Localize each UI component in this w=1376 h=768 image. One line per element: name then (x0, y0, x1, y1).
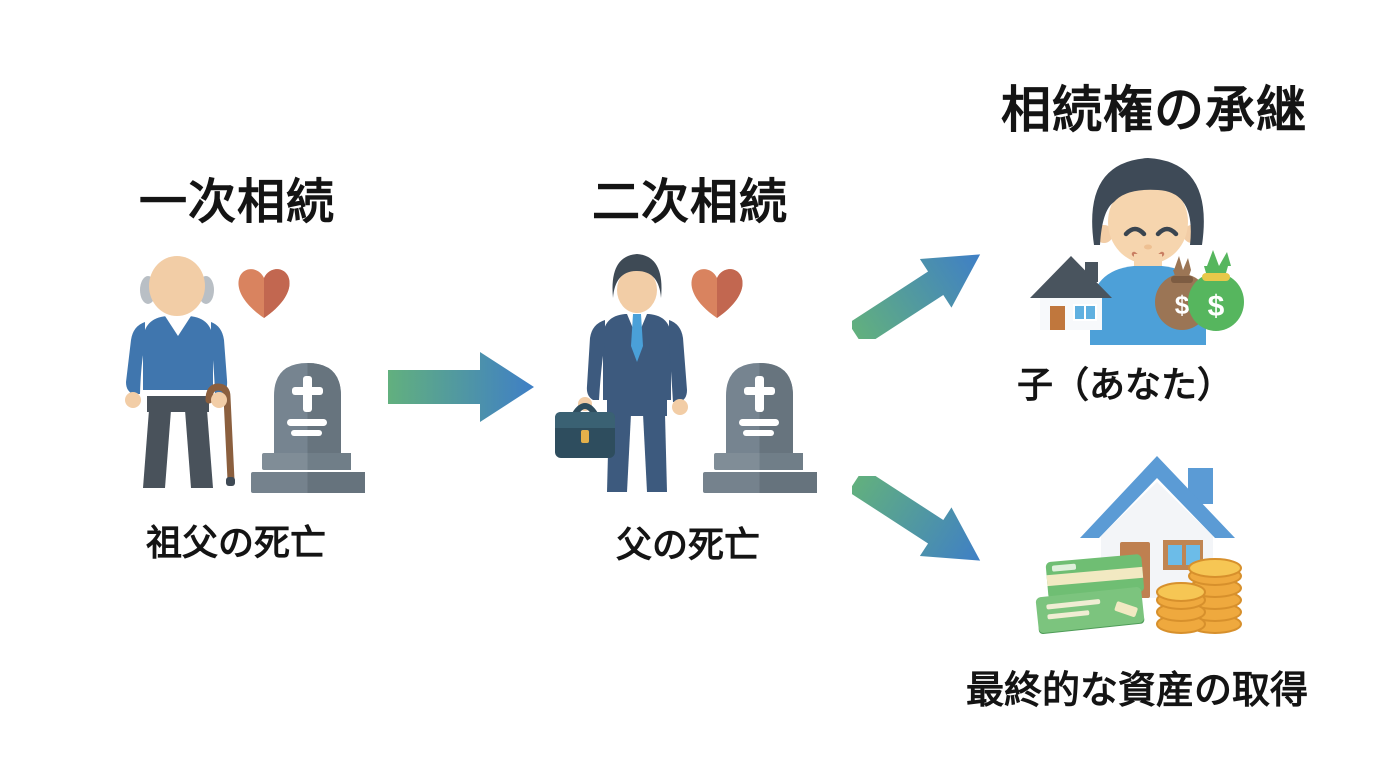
coins-icon (1156, 558, 1242, 634)
father-death-caption: 父の死亡 (615, 524, 760, 565)
heart-icon (691, 269, 743, 319)
arrow-up-right-icon (852, 254, 981, 339)
gravestone-icon (251, 363, 365, 493)
money-bag-icon: $ $ (1155, 250, 1244, 331)
arrow-down-right-icon (852, 476, 981, 561)
final-assets-caption: 最終的な資産の取得 (965, 670, 1308, 712)
credit-cards-icon (1035, 554, 1145, 635)
grandfather-death-caption: 祖父の死亡 (145, 522, 326, 563)
gravestone-icon (703, 363, 817, 493)
primary-inheritance-title: 一次相続 (138, 176, 335, 229)
secondary-inheritance-title: 二次相続 (591, 176, 788, 229)
child-caption: 子（あなた） (1016, 364, 1233, 405)
small-house-icon (1030, 256, 1112, 330)
elderly-man-icon (125, 256, 235, 488)
svg-text:$: $ (1208, 290, 1225, 323)
heart-icon (238, 269, 290, 319)
succession-title: 相続権の承継 (1001, 82, 1307, 138)
businessman-icon (555, 254, 688, 492)
child-with-assets-icon: $ $ (1030, 158, 1244, 345)
final-assets-icon (1035, 456, 1242, 635)
svg-text:$: $ (1175, 290, 1190, 320)
arrow-right-icon (388, 352, 534, 422)
